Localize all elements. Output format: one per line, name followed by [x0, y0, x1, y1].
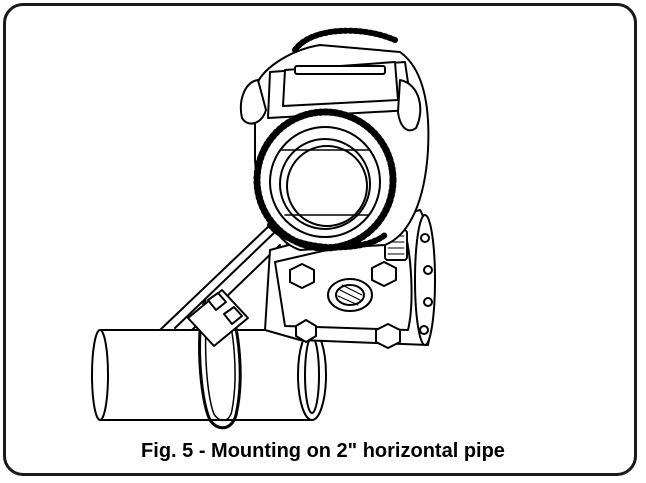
- figure-caption: Fig. 5 - Mounting on 2" horizontal pipe: [141, 440, 505, 462]
- neck-ring: [267, 222, 388, 251]
- u-bolt-plate: [187, 289, 249, 347]
- horizontal-pipe: [91, 329, 327, 421]
- clamp-hex-nuts: [289, 261, 401, 349]
- front-cover: [253, 108, 397, 252]
- u-bolt: [198, 298, 242, 430]
